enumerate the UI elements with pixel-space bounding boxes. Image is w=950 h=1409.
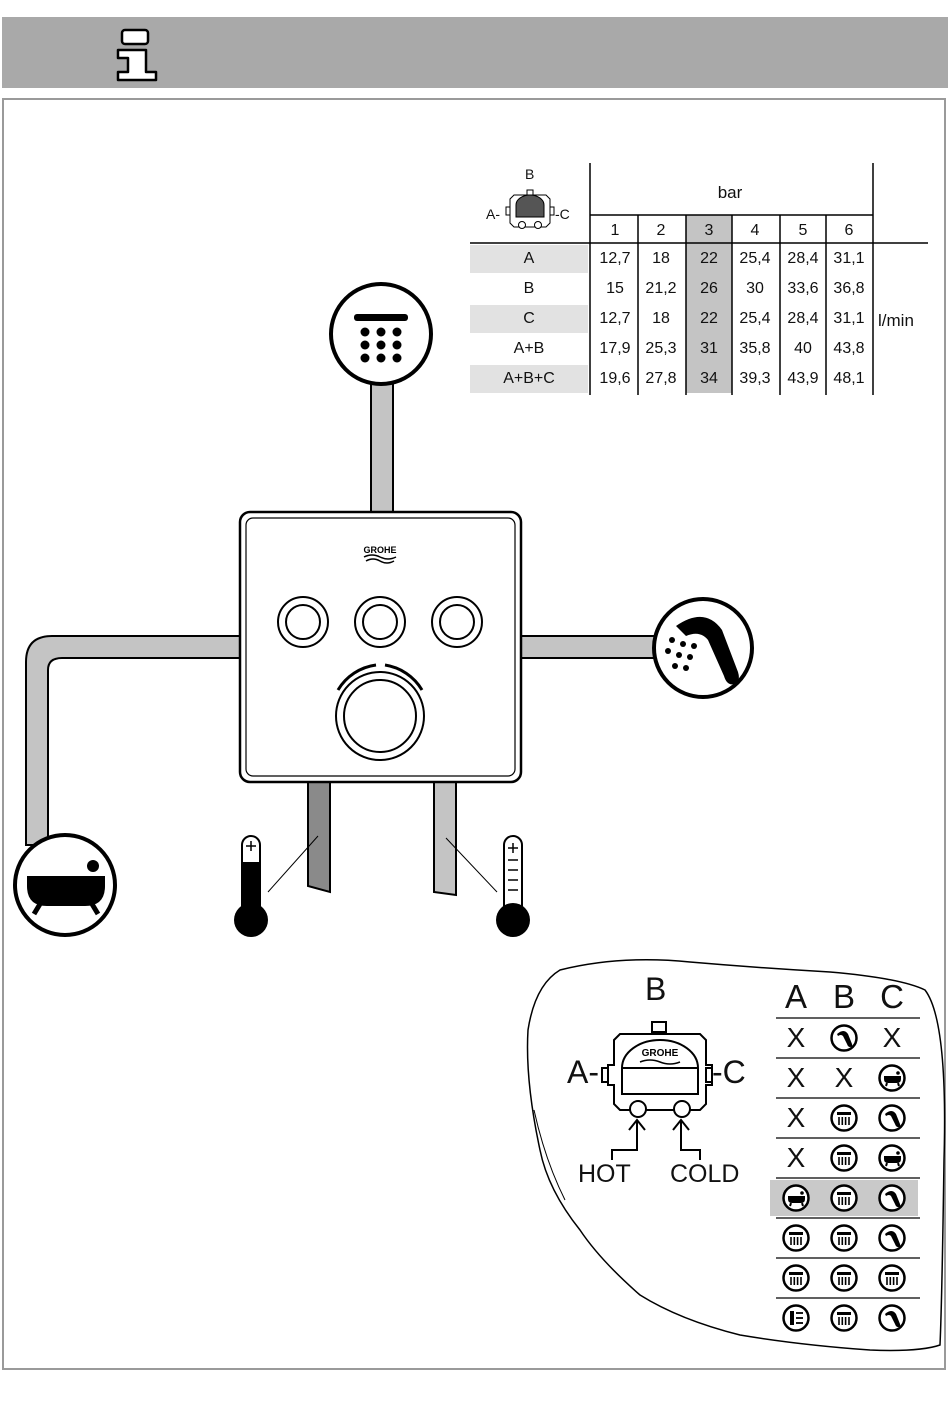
flow-unit-label: l/min: [878, 307, 914, 335]
flow-value: 35,8: [732, 335, 778, 363]
mini-label-a: A-: [486, 207, 500, 221]
hand-shower-icon: [877, 1303, 907, 1333]
outlet-label: C: [470, 305, 588, 333]
disabled-mark: X: [776, 1103, 816, 1133]
flow-value: 43,8: [826, 335, 872, 363]
flow-value: 43,9: [780, 365, 826, 393]
bathtub-icon: [781, 1183, 811, 1213]
bathtub-icon: [877, 1063, 907, 1093]
flow-value: 25,3: [638, 335, 684, 363]
pressure-col-5: 5: [780, 218, 826, 244]
flow-value: 25,4: [732, 245, 778, 273]
overhead-shower-icon: [829, 1303, 859, 1333]
flow-value: 48,1: [826, 365, 872, 393]
pressure-col-3: 3: [686, 218, 732, 244]
flow-value: 30: [732, 275, 778, 303]
disabled-mark: X: [776, 1143, 816, 1173]
disabled-mark: X: [776, 1063, 816, 1093]
hand-shower-icon: [829, 1023, 859, 1053]
hand-shower-icon: [654, 599, 752, 697]
pressure-col-1: 1: [592, 218, 638, 244]
flow-value: 15: [592, 275, 638, 303]
overhead-shower-icon: [781, 1263, 811, 1293]
flow-value: 28,4: [780, 245, 826, 273]
outlet-label: A: [470, 245, 588, 273]
flow-value: 22: [686, 305, 732, 333]
pressure-col-4: 4: [732, 218, 778, 244]
config-label-a: A-: [567, 1058, 599, 1086]
flow-value: 25,4: [732, 305, 778, 333]
bathtub-icon: [877, 1143, 907, 1173]
flow-value: 31: [686, 335, 732, 363]
pressure-unit-label: bar: [700, 183, 760, 203]
flow-value: 28,4: [780, 305, 826, 333]
cold-thermometer: [446, 836, 530, 937]
flow-value: 18: [638, 245, 684, 273]
disabled-mark: X: [824, 1063, 864, 1093]
hot-supply-pipe: [308, 782, 330, 892]
overhead-shower-icon: [331, 284, 431, 384]
config-col-b: B: [824, 980, 864, 1013]
disabled-mark: X: [776, 1023, 816, 1053]
overhead-shower-icon: [829, 1143, 859, 1173]
overhead-shower-icon: [829, 1223, 859, 1253]
config-col-a: A: [776, 980, 816, 1013]
outlet-label: B: [470, 275, 588, 303]
hand-shower-icon: [877, 1223, 907, 1253]
flow-value: 12,7: [592, 305, 638, 333]
flow-value: 31,1: [826, 305, 872, 333]
mini-label-b: B: [525, 167, 534, 181]
hot-thermometer: [234, 836, 318, 937]
flow-value: 19,6: [592, 365, 638, 393]
overhead-shower-icon: [877, 1263, 907, 1293]
selector-buttons: [278, 597, 482, 647]
bathtub-icon: [15, 835, 115, 935]
disabled-mark: X: [872, 1023, 912, 1053]
mini-label-c: -C: [555, 207, 570, 221]
pressure-col-2: 2: [638, 218, 684, 244]
flow-value: 33,6: [780, 275, 826, 303]
config-label-c: -C: [712, 1058, 746, 1086]
flow-value: 26: [686, 275, 732, 303]
flow-value: 12,7: [592, 245, 638, 273]
config-col-c: C: [872, 980, 912, 1013]
cold-label: COLD: [670, 1160, 739, 1188]
flow-value: 36,8: [826, 275, 872, 303]
mini-valve-icon: [506, 190, 554, 229]
overhead-shower-icon: [829, 1263, 859, 1293]
flow-value: 34: [686, 365, 732, 393]
config-grohe-logo: GROHE: [642, 1048, 679, 1059]
grohe-logo: GROHE: [363, 545, 396, 555]
hand-shower-icon: [877, 1103, 907, 1133]
flow-value: 39,3: [732, 365, 778, 393]
overhead-shower-icon: [829, 1183, 859, 1213]
hot-label: HOT: [578, 1160, 631, 1188]
body-jet-icon: [781, 1303, 811, 1333]
flow-value: 18: [638, 305, 684, 333]
outlet-label: A+B: [470, 335, 588, 363]
flow-value: 27,8: [638, 365, 684, 393]
overhead-shower-icon: [829, 1103, 859, 1133]
flow-value: 40: [780, 335, 826, 363]
flow-value: 17,9: [592, 335, 638, 363]
hand-shower-icon: [877, 1183, 907, 1213]
overhead-shower-icon: [781, 1223, 811, 1253]
pressure-col-6: 6: [826, 218, 872, 244]
config-label-b: B: [645, 975, 666, 1003]
flow-value: 22: [686, 245, 732, 273]
flow-value: 21,2: [638, 275, 684, 303]
outlet-label: A+B+C: [470, 365, 588, 393]
flow-value: 31,1: [826, 245, 872, 273]
